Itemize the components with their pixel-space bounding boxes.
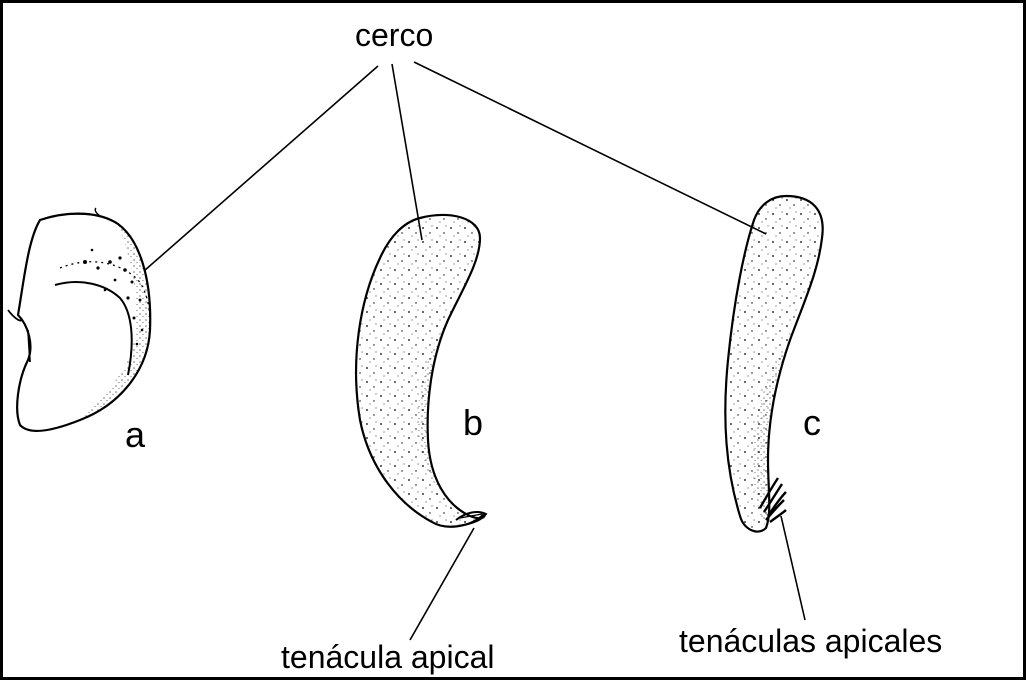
specimen-c xyxy=(725,196,822,532)
leader-tenacula-apical xyxy=(410,528,474,640)
panel-label-c: c xyxy=(803,405,821,441)
specimen-b xyxy=(356,215,486,527)
specimen-a xyxy=(8,208,150,431)
leader-cerco-b xyxy=(392,64,422,240)
specimen-b-outline xyxy=(356,215,484,527)
leader-cerco-c xyxy=(414,62,766,234)
leader-lines xyxy=(120,62,805,640)
leader-cerco-a xyxy=(120,66,378,292)
specimen-c-outline xyxy=(725,196,822,532)
panel-label-a: a xyxy=(125,417,145,453)
leader-tenaculas-apicales xyxy=(781,516,805,620)
illustration-canvas xyxy=(3,3,1023,677)
label-tenaculas-apicales: tenáculas apicales xyxy=(679,625,942,657)
label-tenacula-apical: tenácula apical xyxy=(281,641,494,673)
label-cerco: cerco xyxy=(355,19,433,51)
panel-label-b: b xyxy=(463,405,483,441)
